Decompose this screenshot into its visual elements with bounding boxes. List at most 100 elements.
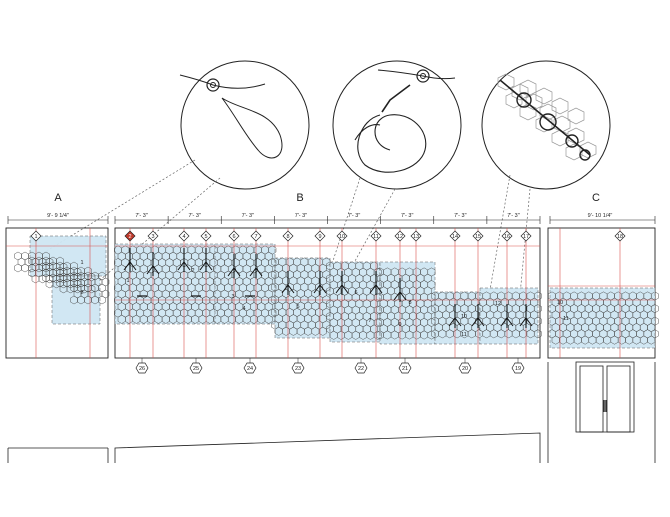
section-label-c: C bbox=[592, 192, 600, 204]
hanger-fork bbox=[227, 267, 241, 277]
blue-zones bbox=[29, 235, 656, 349]
hanger-fork bbox=[123, 261, 137, 271]
grid-marker-hex bbox=[291, 362, 305, 374]
hanger-fork bbox=[249, 267, 263, 277]
zone-number: 1 bbox=[80, 260, 83, 266]
grid-marker-diamond bbox=[250, 230, 262, 242]
zone-number: 2 bbox=[191, 268, 194, 274]
grid-marker-hex bbox=[511, 362, 525, 374]
grid-marker-diamond bbox=[147, 230, 159, 242]
grid-marker-label: 8 bbox=[286, 234, 289, 240]
mesh-cell bbox=[534, 329, 542, 339]
grid-marker-diamond bbox=[200, 230, 212, 242]
mesh-cell bbox=[21, 263, 29, 273]
grid-marker-label: 15 bbox=[475, 234, 481, 240]
hanger-fork bbox=[448, 317, 462, 327]
dimension-b-label: 7'- 3" bbox=[348, 213, 361, 219]
horizontal-guides bbox=[6, 245, 655, 301]
dimension-b-label: 7'- 3" bbox=[295, 213, 308, 219]
grid-marker-label: 18 bbox=[617, 234, 623, 240]
dimension-line-a: 9'- 9 1/4" bbox=[7, 213, 109, 224]
zone-number: 1 bbox=[126, 278, 129, 284]
zone-number: 10 bbox=[557, 300, 563, 306]
grid-marker-diamond bbox=[336, 230, 348, 242]
dimension-b-label: 7'- 3" bbox=[188, 213, 201, 219]
zone-number: 11 bbox=[461, 332, 467, 338]
hanger-fork bbox=[146, 265, 160, 275]
grid-marker-label: 16 bbox=[504, 234, 510, 240]
mesh-cell bbox=[87, 284, 96, 294]
grid-marker-label: 6 bbox=[232, 234, 235, 240]
grid-marker-label: 25 bbox=[193, 366, 199, 372]
zone-number: 11 bbox=[563, 316, 569, 322]
zone-number: 7 bbox=[368, 318, 371, 324]
grid-lines-red bbox=[35, 228, 621, 358]
grid-marker-diamond bbox=[30, 230, 42, 242]
grid-marker-label: 2 bbox=[128, 234, 131, 240]
grid-marker-diamond bbox=[228, 230, 240, 242]
zone-number: 9 bbox=[398, 322, 401, 328]
mesh-cell bbox=[427, 330, 436, 340]
hanger-fork bbox=[313, 284, 327, 294]
grid-marker-diamond bbox=[282, 230, 294, 242]
dimension-b-label: 7'- 3" bbox=[454, 213, 467, 219]
grid-marker-label: 3 bbox=[151, 234, 154, 240]
mesh-cell bbox=[45, 279, 54, 289]
grid-marker-diamond bbox=[370, 230, 382, 242]
grid-marker-diamond bbox=[178, 230, 190, 242]
zone-number: 5 bbox=[296, 304, 299, 310]
entry-doors bbox=[575, 361, 635, 433]
mesh-cell bbox=[264, 314, 273, 324]
detail-callout-1 bbox=[179, 60, 310, 190]
hanger-fork bbox=[500, 317, 514, 327]
grid-marker-diamond bbox=[449, 230, 461, 242]
grid-marker-label: 20 bbox=[462, 366, 468, 372]
grid-marker-diamond bbox=[124, 230, 136, 242]
dimension-b-label: 7'- 3" bbox=[507, 213, 520, 219]
grid-marker-diamond bbox=[394, 230, 406, 242]
mesh-cell bbox=[14, 263, 22, 273]
grid-marker-label: 12 bbox=[397, 234, 403, 240]
zone-number: 12 bbox=[495, 301, 501, 307]
grid-marker-label: 11 bbox=[373, 234, 379, 240]
detail-callout-3 bbox=[481, 60, 611, 190]
section-label-b: B bbox=[296, 192, 303, 204]
zone-number: 6 bbox=[354, 290, 357, 296]
hanger-fork bbox=[281, 284, 295, 294]
grid-marker-label: 19 bbox=[515, 366, 521, 372]
cable-hangers bbox=[123, 248, 533, 328]
hanger-fork bbox=[335, 284, 349, 294]
building-outline bbox=[7, 362, 656, 463]
dimension-line-c: 9'- 10 1/4" bbox=[549, 213, 656, 224]
hanger-fork bbox=[471, 317, 485, 327]
grid-marker-hex bbox=[458, 362, 472, 374]
grid-marker-hex bbox=[189, 362, 203, 374]
panel-a-frame bbox=[5, 227, 109, 359]
grid-marker-label: 22 bbox=[358, 366, 364, 372]
dimension-b-label: 7'- 3" bbox=[401, 213, 414, 219]
callout-leader-lines bbox=[39, 159, 531, 296]
grid-marker-diamond bbox=[614, 230, 626, 242]
dimension-c-label: 9'- 10 1/4" bbox=[588, 213, 613, 219]
grid-marker-label: 1 bbox=[34, 234, 37, 240]
grid-marker-diamond bbox=[501, 230, 513, 242]
grid-marker-label: 24 bbox=[247, 366, 253, 372]
zone-number: 10 bbox=[461, 314, 467, 320]
grid-marker-hex bbox=[135, 362, 149, 374]
grid-marker-label: 10 bbox=[339, 234, 345, 240]
grid-marker-label: 5 bbox=[204, 234, 207, 240]
grid-marker-diamond bbox=[314, 230, 326, 242]
grid-marker-hex bbox=[398, 362, 412, 374]
detail-callout-2 bbox=[332, 60, 462, 190]
hanger-fork bbox=[199, 261, 213, 271]
zone-number: 3 bbox=[231, 294, 234, 300]
grid-marker-diamond bbox=[472, 230, 484, 242]
grid-marker-diamond bbox=[410, 230, 422, 242]
dimension-a-label: 9'- 9 1/4" bbox=[47, 213, 69, 219]
grid-marker-label: 17 bbox=[523, 234, 529, 240]
hanger-fork bbox=[393, 291, 407, 301]
hex-mesh-pattern bbox=[14, 245, 659, 345]
